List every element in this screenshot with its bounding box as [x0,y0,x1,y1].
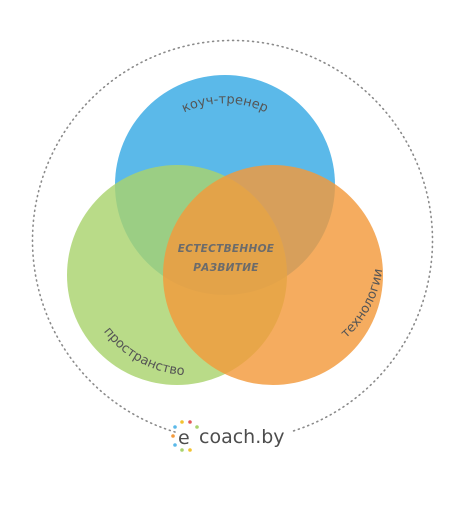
ecoach-logo: e coach.by [171,420,285,452]
logo-letter: e [178,427,190,449]
outer-dotted-ring [31,39,434,433]
center-label-line2: РАЗВИТИЕ [193,262,259,274]
logo-text: coach.by [199,426,285,448]
center-label-line1: ЕСТЕСТВЕННОЕ [178,243,275,255]
logo-dots-icon [171,420,199,452]
circle-technologies [163,165,383,385]
